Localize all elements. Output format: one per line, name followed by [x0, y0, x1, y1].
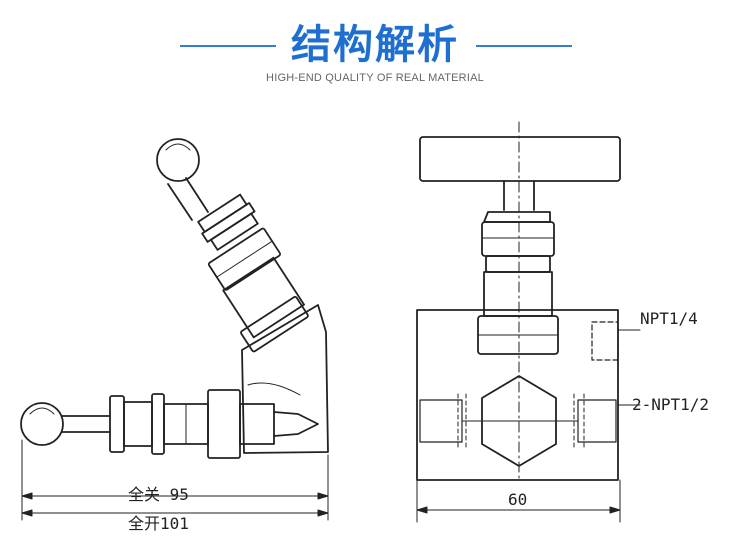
left-view	[20, 138, 329, 521]
header: 结构解析 HIGH-END QUALITY OF REAL MATERIAL	[0, 0, 750, 100]
right-view	[416, 121, 641, 523]
dim-fully-closed: 全关 95	[128, 485, 189, 504]
right-t-handle	[419, 136, 621, 182]
title-rule-right	[476, 45, 572, 47]
label-2-npt-1-2: 2-NPT1/2	[632, 395, 709, 414]
page-title: 结构解析	[291, 22, 459, 68]
title-rule-left	[180, 45, 276, 47]
page-subtitle: HIGH-END QUALITY OF REAL MATERIAL	[266, 72, 484, 84]
label-npt-1-4: NPT1/4	[640, 309, 698, 328]
right-valve-body	[416, 309, 619, 481]
left-valve-body	[241, 304, 329, 454]
dim-width: 60	[508, 490, 527, 509]
seat-hexagon	[481, 375, 557, 467]
dim-fully-open: 全开101	[128, 514, 189, 533]
port-npt-1-4	[591, 321, 619, 361]
left-handle-ball-horizontal	[20, 402, 64, 446]
left-handle-ball-angled	[156, 138, 200, 182]
